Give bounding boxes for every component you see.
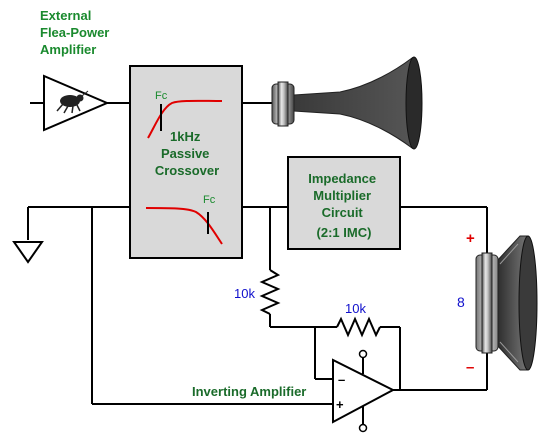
crossover-box: Fc 1kHz Passive Crossover Fc: [129, 65, 243, 259]
inverting-opamp: – +: [314, 327, 487, 433]
highpass-fc-label: Fc: [155, 90, 168, 102]
impedance-multiplier-circuit: Impedance Multiplier Circuit (2:1 IMC): [287, 156, 401, 250]
speaker-minus: –: [466, 359, 474, 376]
highpass-curve: [147, 99, 223, 139]
amplifier-label: External Flea-Power Amplifier: [40, 8, 113, 57]
resistor-1-label: 10k: [234, 286, 255, 301]
opamp-plus: +: [336, 397, 344, 412]
opamp-minus: –: [338, 372, 345, 387]
flea-power-amplifier: [30, 74, 130, 132]
speaker-impedance: 8: [457, 294, 465, 310]
inverting-amp-label: Inverting Amplifier: [192, 384, 306, 399]
lowpass-fc-label: Fc: [203, 194, 216, 206]
resistor-2-label: 10k: [345, 301, 366, 316]
lowpass-curve: [145, 207, 223, 245]
resistor-1: [259, 207, 315, 328]
flea-icon: [56, 90, 89, 114]
woofer-speaker: [475, 235, 538, 371]
crossover-label: 1kHz Passive Crossover: [155, 129, 219, 178]
ground-symbol: [12, 206, 130, 264]
resistor-2: [315, 316, 401, 390]
speaker-plus: +: [466, 230, 475, 247]
imc-label: Impedance Multiplier Circuit (2:1 IMC): [308, 171, 380, 240]
horn-tweeter: [242, 56, 423, 150]
